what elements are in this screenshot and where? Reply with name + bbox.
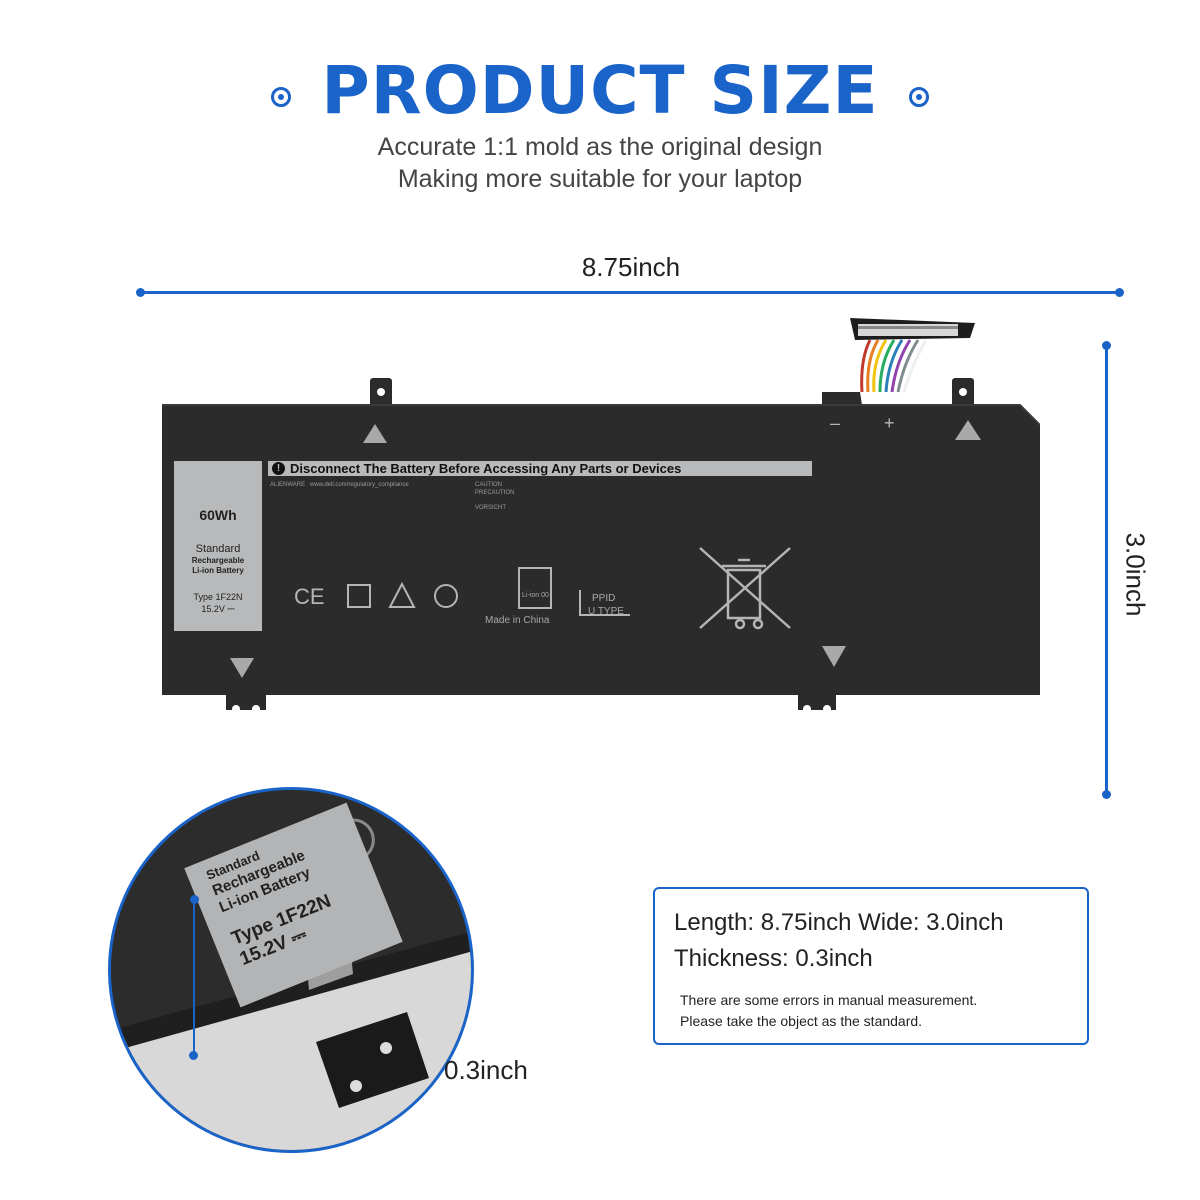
battery-chemistry-text: Li-ion Battery	[192, 566, 244, 576]
info-thickness: Thickness: 0.3inch	[674, 945, 873, 972]
li-ion-recycle-box-icon	[518, 567, 552, 609]
length-line-cap-right	[1115, 288, 1124, 297]
li-ion-recycle-label: Li-ion 00	[522, 592, 549, 599]
subtitle-line-2: Making more suitable for your laptop	[397, 165, 803, 193]
fcc-mark-icon	[347, 584, 371, 608]
length-dimension-label: 8.75inch	[581, 252, 681, 282]
length-line-cap-left	[136, 288, 145, 297]
ppid-bracket	[579, 590, 630, 616]
battery-rechargeable-text: Rechargeable	[191, 556, 245, 566]
info-note-1: There are some errors in manual measurem…	[680, 992, 978, 1008]
battery-regulatory-url: www.dell.com/regulatory_compliance	[310, 482, 409, 488]
thickness-pointer-dot	[190, 895, 199, 904]
info-length-width: Length: 8.75inch Wide: 3.0inch	[674, 909, 1004, 936]
battery-warning-banner: Disconnect The Battery Before Accessing …	[268, 461, 812, 476]
info-note-2: Please take the object as the standard.	[680, 1013, 923, 1029]
warning-triangle-icon	[388, 581, 416, 608]
ce-mark: CE	[294, 584, 325, 609]
bullet-dot-right-icon	[908, 86, 929, 107]
epa-recycle-icon	[434, 584, 458, 608]
u-type-text: U TYPE	[588, 606, 624, 617]
subtitle-line-1: Accurate 1:1 mold as the original design	[377, 133, 823, 161]
battery-precaution-heading: PRECAUTION	[475, 490, 515, 496]
battery-vorsicht-heading: VORSICHT	[475, 505, 507, 511]
battery-spec-label: 60Wh Standard Rechargeable Li-ion Batter…	[174, 461, 262, 631]
battery-illustration	[162, 318, 1040, 710]
width-dimension-label: 3.0inch	[1120, 532, 1151, 617]
width-dimension-line	[1105, 345, 1108, 795]
battery-body	[162, 392, 1040, 695]
ppid-text: PPID	[592, 593, 616, 604]
battery-caution-heading: CAUTION	[475, 482, 502, 488]
battery-brand-text: ALIENWARE	[270, 482, 306, 488]
width-line-cap-top	[1102, 341, 1111, 350]
length-dimension-line	[140, 291, 1120, 294]
weee-crossed-bin-icon	[699, 547, 791, 630]
battery-orientation-arrows	[230, 420, 981, 678]
width-line-cap-bottom	[1102, 790, 1111, 799]
positive-terminal-mark: +	[884, 413, 895, 433]
battery-standard-text: Standard	[195, 542, 241, 555]
thickness-pointer-end	[189, 1051, 198, 1060]
battery-connector-plug	[850, 318, 975, 340]
header: PRODUCT SIZE	[0, 52, 1200, 129]
thickness-zoom-view: Standard Rechargeable Li-ion Battery Typ…	[108, 787, 474, 1153]
battery-type-text: Type 1F22N	[193, 592, 243, 603]
thickness-pointer-line	[193, 900, 195, 1055]
dimension-info-box: Length: 8.75inch Wide: 3.0inch Thickness…	[653, 887, 1089, 1045]
bullet-dot-left-icon	[271, 86, 292, 107]
thickness-dimension-label: 0.3inch	[444, 1055, 528, 1085]
zoom-mounting-tab	[316, 1012, 429, 1108]
negative-terminal-mark: –	[830, 413, 841, 433]
page-title: PRODUCT SIZE	[321, 52, 879, 129]
made-in-text: Made in China	[485, 615, 550, 626]
battery-connector-cable	[860, 339, 928, 393]
battery-voltage-text: 15.2V ⎓	[201, 603, 235, 614]
battery-capacity: 60Wh	[199, 507, 237, 523]
